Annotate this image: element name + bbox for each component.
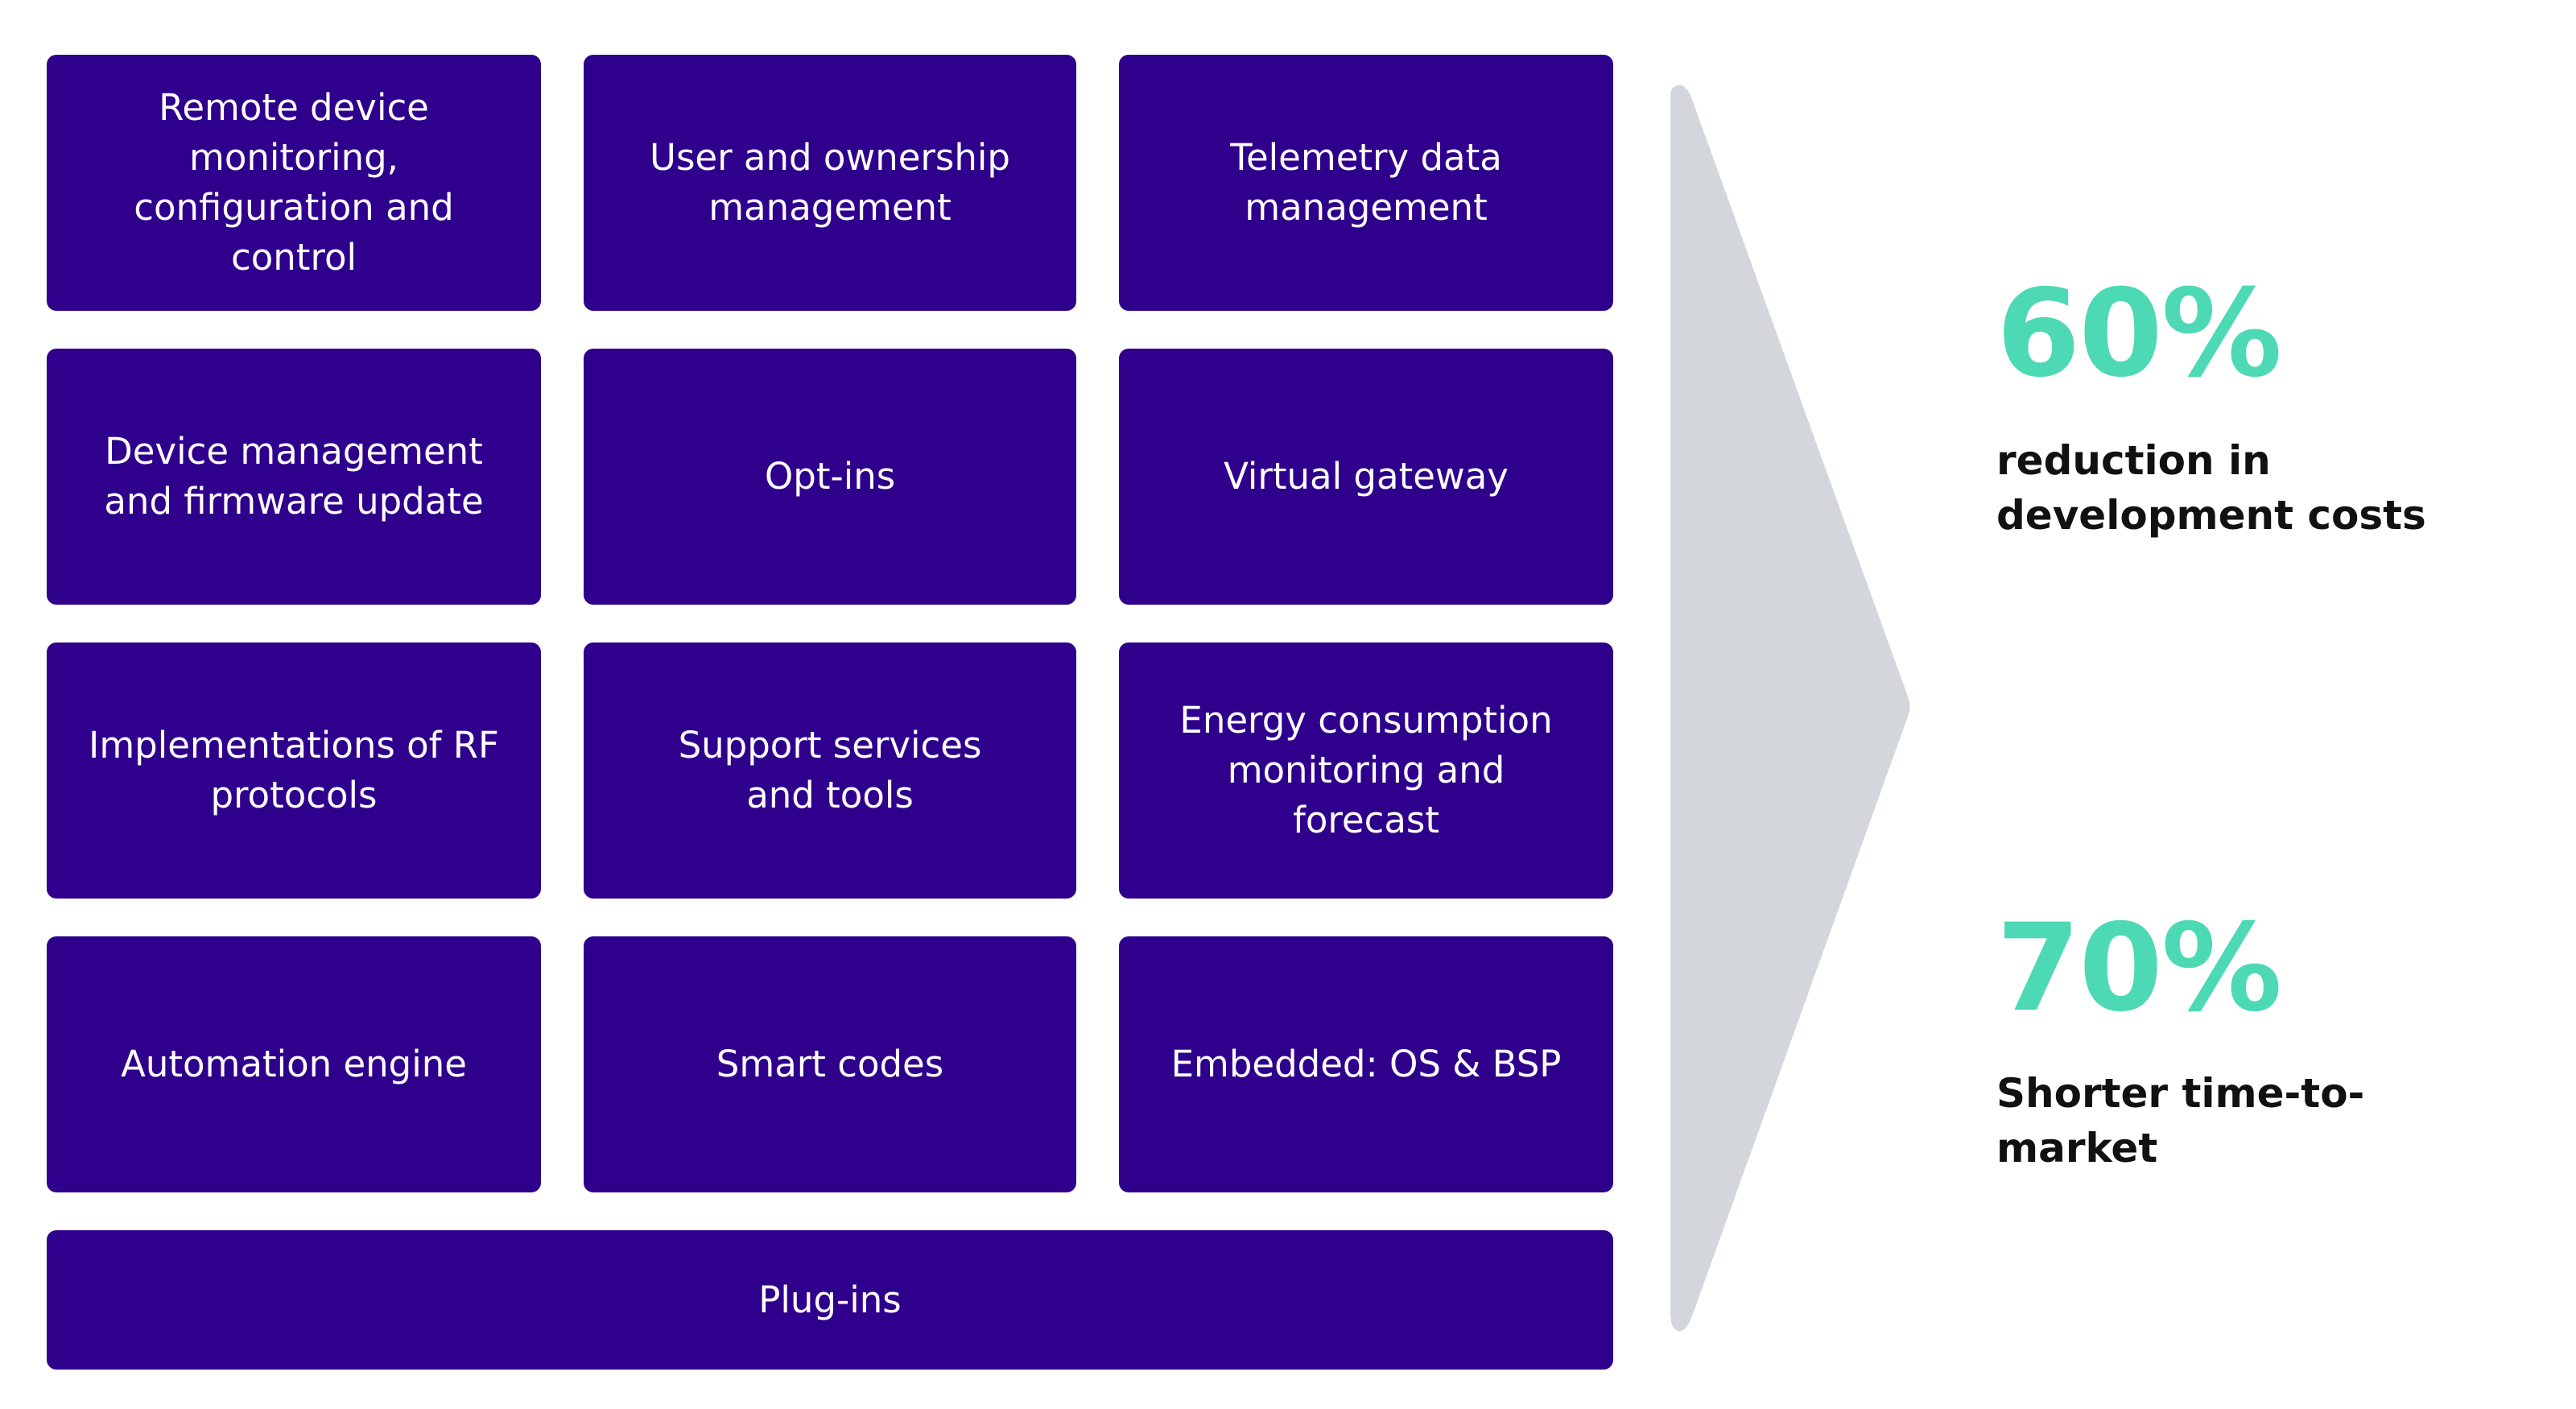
stat-label-cost-reduction: reduction in development costs bbox=[1996, 437, 2426, 539]
capability-tile-user-ownership-management: User and ownership management bbox=[584, 55, 1076, 311]
capability-tile-opt-ins: Opt-ins bbox=[584, 349, 1076, 605]
stat-label-time-to-market: Shorter time-to- market bbox=[1996, 1070, 2365, 1171]
stat-value-cost-reduction: 60% bbox=[1996, 264, 2282, 404]
capability-tile-device-management-firmware: Device management and firmware update bbox=[47, 349, 541, 605]
capability-tile-support-services: Support services and tools bbox=[584, 643, 1076, 899]
capability-tile-embedded-os-bsp: Embedded: OS & BSP bbox=[1119, 936, 1613, 1192]
capability-tile-energy-consumption: Energy consumption monitoring and foreca… bbox=[1119, 643, 1613, 899]
capability-tile-telemetry-data-management: Telemetry data management bbox=[1119, 55, 1613, 311]
chevron-arrow-path bbox=[1670, 85, 1910, 1332]
capability-tile-remote-device-monitoring: Remote device monitoring, configuration … bbox=[47, 55, 541, 311]
capability-tile-automation-engine: Automation engine bbox=[47, 936, 541, 1192]
capability-tile-smart-codes: Smart codes bbox=[584, 936, 1076, 1192]
capability-tile-rf-protocols: Implementations of RF protocols bbox=[47, 643, 541, 899]
stat-value-time-to-market: 70% bbox=[1996, 899, 2282, 1039]
capability-tile-virtual-gateway: Virtual gateway bbox=[1119, 349, 1613, 605]
base-layer-plug-ins: Plug-ins bbox=[47, 1230, 1613, 1370]
